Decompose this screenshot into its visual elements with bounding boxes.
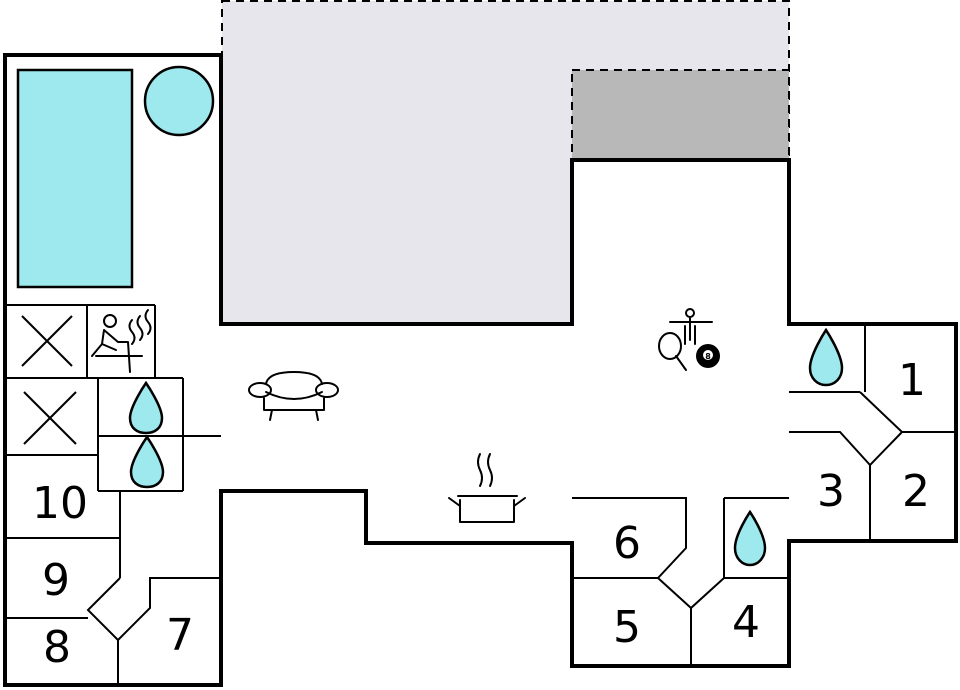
billiard-ball-number: 8 bbox=[705, 352, 711, 361]
storage-x-icon bbox=[23, 391, 77, 445]
sauna-icon bbox=[91, 309, 152, 373]
sofa-icon bbox=[248, 371, 339, 421]
wall-room-6 bbox=[572, 497, 687, 579]
shower-drop-icon bbox=[129, 434, 165, 489]
room-number-5: 5 bbox=[613, 602, 641, 653]
room-number-7: 7 bbox=[166, 610, 194, 661]
room-number-6: 6 bbox=[613, 518, 641, 569]
wall-hall-left bbox=[86, 577, 121, 685]
wall-hall-v bbox=[657, 577, 692, 609]
shower-drop-icon bbox=[733, 509, 767, 567]
room-number-9: 9 bbox=[42, 555, 70, 606]
billiard-ball-icon: 8 bbox=[696, 344, 720, 368]
room-number-8: 8 bbox=[43, 622, 71, 673]
cooking-pot-icon bbox=[448, 453, 526, 523]
pool-icon bbox=[16, 68, 134, 289]
shower-drop-icon bbox=[808, 327, 844, 387]
covered-terrace-area bbox=[571, 69, 790, 161]
wall-right-corridor bbox=[789, 391, 956, 541]
main-room-fill bbox=[572, 160, 789, 666]
room-number-3: 3 bbox=[817, 466, 845, 517]
room-number-2: 2 bbox=[902, 466, 930, 517]
table-tennis-icon bbox=[658, 332, 687, 371]
storage-x-icon bbox=[21, 315, 73, 367]
foosball-icon bbox=[669, 308, 713, 345]
room-number-4: 4 bbox=[732, 597, 760, 648]
wall-hall-right bbox=[117, 577, 221, 641]
room-number-10: 10 bbox=[32, 478, 88, 529]
room-number-1: 1 bbox=[898, 355, 926, 406]
hot-tub-icon bbox=[143, 65, 215, 137]
shower-drop-icon bbox=[128, 380, 164, 435]
outer-wall bbox=[3, 53, 958, 687]
